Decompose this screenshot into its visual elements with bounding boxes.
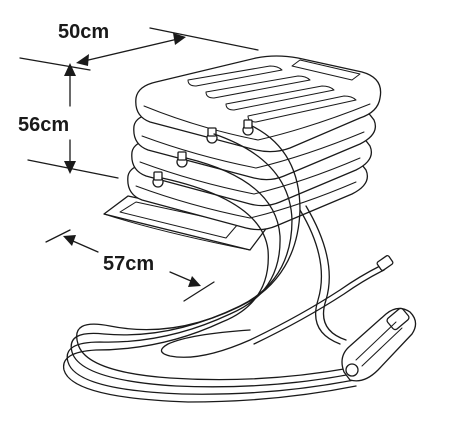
pump-button-icon	[386, 307, 410, 331]
width-extension-line-right	[149, 27, 259, 51]
width-dimension-label: 50cm	[58, 21, 110, 43]
air-hoses	[62, 125, 357, 403]
valve-icon	[206, 127, 218, 144]
cushion-layer-1	[135, 55, 382, 153]
depth-dimension	[45, 229, 215, 302]
width-extension-line-left	[19, 57, 91, 71]
depth-arrowhead-right	[188, 276, 201, 287]
width-dimension	[19, 27, 259, 71]
base-cover-edge	[103, 213, 251, 251]
valve-icon	[176, 151, 188, 168]
hose-2	[70, 133, 353, 388]
depth-extension-line-right	[183, 281, 215, 302]
width-arrowhead-left	[76, 54, 89, 66]
width-arrow-line	[79, 37, 183, 63]
depth-extension-line-left	[45, 229, 71, 243]
valve-icon	[152, 171, 164, 188]
hose-branch-2	[305, 205, 347, 341]
valve-icon	[242, 119, 254, 136]
pump-connector-icon	[345, 363, 359, 377]
depth-dimension-label: 57cm	[103, 253, 155, 275]
height-arrowhead-bottom	[64, 161, 76, 174]
pump-controller	[341, 307, 417, 382]
hose-3	[66, 157, 355, 395]
height-dimension-label: 56cm	[18, 114, 70, 136]
height-arrowhead-top	[64, 63, 76, 76]
tube-tip-icon	[376, 255, 394, 271]
valve-connectors	[152, 119, 254, 188]
hose-branch	[299, 209, 341, 345]
hose-4	[62, 177, 357, 403]
depth-arrowhead-left	[63, 235, 76, 246]
height-dimension	[27, 63, 119, 179]
width-arrowhead-right	[173, 33, 186, 45]
height-extension-line-bottom	[27, 159, 119, 179]
inflation-tube	[160, 255, 394, 358]
